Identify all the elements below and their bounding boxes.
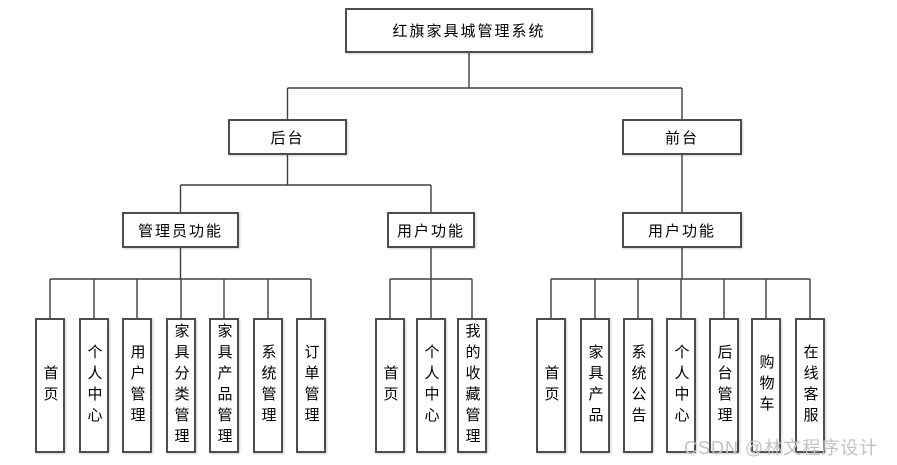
leaf-furniture-product-management: 家具产品管理 bbox=[209, 318, 239, 453]
leaf-home: 首页 bbox=[35, 318, 65, 453]
leaf-order-management: 订单管理 bbox=[296, 318, 326, 453]
leaf-shopping-cart: 购物车 bbox=[751, 318, 781, 453]
leaf-backend-management: 后台管理 bbox=[709, 318, 739, 453]
node-backend-user-functions: 用户功能 bbox=[387, 212, 475, 248]
leaf-my-favorites-management: 我的收藏管理 bbox=[457, 318, 487, 453]
leaf-furniture-products: 家具产品 bbox=[580, 318, 610, 453]
leaf-home: 首页 bbox=[375, 318, 405, 453]
node-admin-functions: 管理员功能 bbox=[122, 212, 239, 248]
leaf-furniture-category-management: 家具分类管理 bbox=[166, 318, 196, 453]
node-frontend: 前台 bbox=[622, 119, 742, 155]
leaf-personal-center: 个人中心 bbox=[79, 318, 109, 453]
node-backend: 后台 bbox=[228, 119, 347, 155]
leaf-system-announcements: 系统公告 bbox=[623, 318, 653, 453]
node-frontend-user-functions: 用户功能 bbox=[622, 212, 742, 248]
csdn-watermark: CSDN @林文程序设计 bbox=[684, 438, 879, 458]
leaf-personal-center: 个人中心 bbox=[666, 318, 696, 453]
leaf-user-management: 用户管理 bbox=[122, 318, 152, 453]
leaf-home: 首页 bbox=[536, 318, 566, 453]
node-root-system: 红旗家具城管理系统 bbox=[345, 8, 593, 53]
leaf-personal-center: 个人中心 bbox=[416, 318, 446, 453]
leaf-online-customer-service: 在线客服 bbox=[795, 318, 825, 453]
leaf-system-management: 系统管理 bbox=[253, 318, 283, 453]
